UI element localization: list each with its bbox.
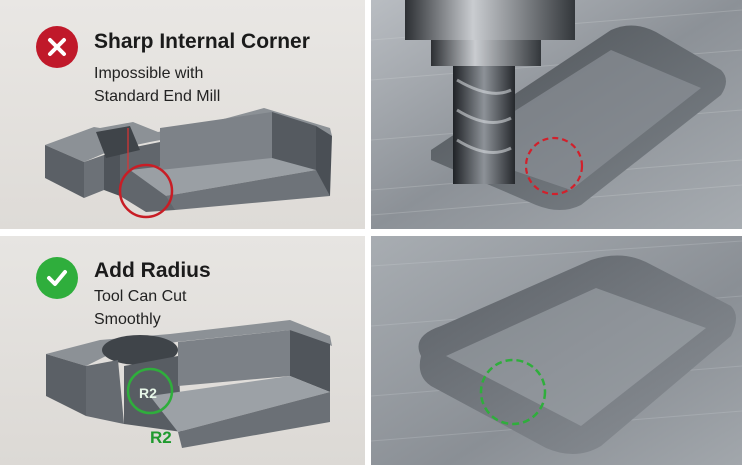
- radius-corner-part-drawing: R2: [46, 320, 332, 448]
- end-mill-photo: [371, 0, 742, 229]
- rounded-pocket-photo: [371, 236, 742, 465]
- radius-corner-subtitle-2: Smoothly: [94, 311, 161, 328]
- radius-marker-text: R2: [139, 385, 157, 401]
- radius-corner-title: Add Radius: [94, 259, 211, 282]
- end-mill-photo-panel: [371, 0, 742, 229]
- sharp-corner-panel: Sharp Internal Corner Impossible with St…: [0, 0, 365, 229]
- sharp-corner-part-drawing: [45, 108, 332, 219]
- rounded-pocket-photo-panel: [371, 236, 742, 465]
- sharp-corner-subtitle-1: Impossible with: [94, 65, 204, 82]
- x-icon: [36, 26, 78, 68]
- radius-corner-subtitle-1: Tool Can Cut: [94, 288, 187, 305]
- check-icon: [36, 257, 78, 299]
- sharp-corner-title: Sharp Internal Corner: [94, 30, 310, 53]
- sharp-corner-subtitle-2: Standard End Mill: [94, 88, 221, 105]
- radius-corner-panel: Add Radius Tool Can Cut Smoothly R2 R2: [0, 236, 365, 465]
- radius-label: R2: [150, 428, 172, 447]
